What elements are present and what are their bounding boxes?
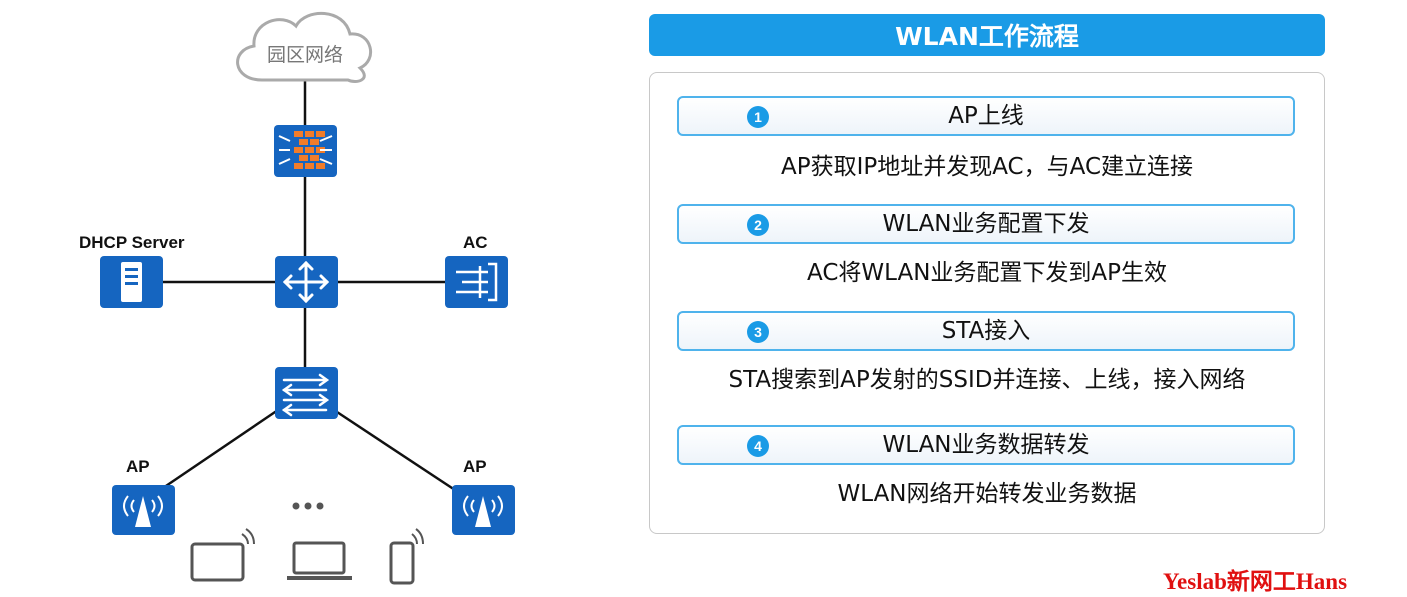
step-1-bar: 1 AP上线	[677, 96, 1295, 136]
step-4-number: 4	[747, 435, 769, 457]
ap-left-icon	[112, 485, 175, 535]
tablet-icon	[190, 528, 255, 582]
ap-left-label: AP	[126, 457, 150, 476]
core-switch-icon	[275, 256, 338, 308]
step-3-number: 3	[747, 321, 769, 343]
step-4-description: WLAN网络开始转发业务数据	[837, 481, 1137, 507]
step-2-number: 2	[747, 214, 769, 236]
workflow-header: WLAN工作流程	[649, 14, 1325, 56]
ac-label: AC	[463, 233, 488, 252]
topology-links	[159, 80, 456, 492]
topology-svg	[100, 12, 515, 585]
step-4-title: WLAN业务数据转发	[882, 432, 1090, 458]
step-3-description: STA搜索到AP发射的SSID并连接、上线，接入网络	[728, 367, 1246, 393]
step-2-bar: 2 WLAN业务配置下发	[677, 204, 1295, 244]
link-switch-ap-left	[159, 408, 279, 492]
ap-right-icon	[452, 485, 515, 535]
dhcp-server-icon	[100, 256, 163, 308]
link-switch-ap-right	[333, 408, 456, 492]
access-switch-icon	[275, 367, 338, 419]
step-1-description: AP获取IP地址并发现AC，与AC建立连接	[780, 154, 1194, 180]
dhcp-server-label: DHCP Server	[79, 233, 185, 252]
ellipsis-dots	[292, 502, 324, 510]
laptop-icon	[287, 541, 352, 580]
ap-right-label: AP	[463, 457, 487, 476]
watermark: Yeslab新网工Hans	[1163, 569, 1348, 594]
step-1-title: AP上线	[948, 103, 1024, 129]
step-4-bar: 4 WLAN业务数据转发	[677, 425, 1295, 465]
step-3-bar: 3 STA接入	[677, 311, 1295, 351]
step-2-description: AC将WLAN业务配置下发到AP生效	[806, 260, 1167, 286]
workflow-title: WLAN工作流程	[895, 22, 1079, 51]
ac-controller-icon	[445, 256, 508, 308]
step-1-number: 1	[747, 106, 769, 128]
cloud-icon	[236, 12, 372, 83]
phone-icon	[389, 528, 424, 585]
step-3-title: STA接入	[941, 318, 1031, 344]
cloud-label: 园区网络	[266, 44, 343, 66]
firewall-icon	[274, 125, 337, 177]
step-2-title: WLAN业务配置下发	[882, 211, 1090, 237]
network-topology: 园区网络 DHCP Server AC AP AP	[0, 0, 640, 593]
